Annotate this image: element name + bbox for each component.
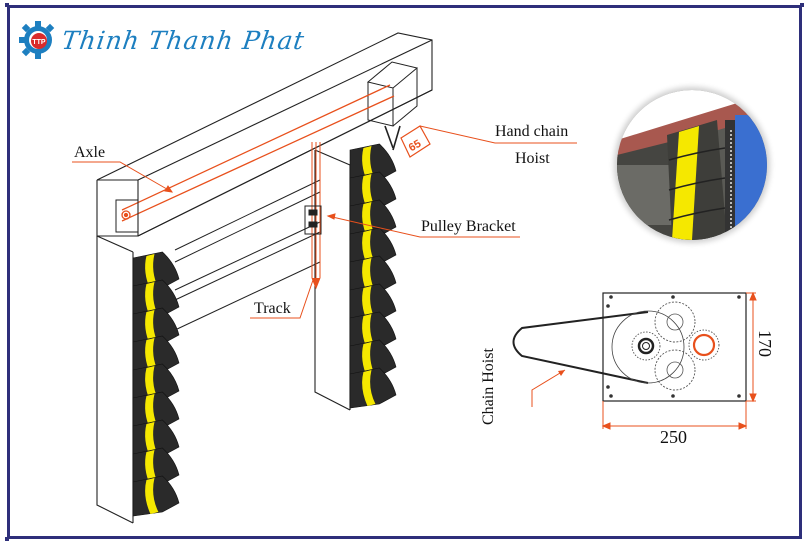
- border-corner-mark: [800, 3, 804, 7]
- left-shutter-slats: [132, 251, 180, 517]
- shutter-slat: [132, 279, 180, 321]
- shutter-slat-stripe: [145, 478, 159, 514]
- chain-hoist-leader: [531, 369, 566, 407]
- left-column: [96, 235, 134, 524]
- shutter-slat-stripe: [145, 366, 159, 402]
- hoist-housing: [366, 61, 419, 127]
- shutter-slat-stripe: [145, 254, 159, 290]
- shutter-slat: [132, 391, 180, 433]
- logo-badge-text: TTP: [32, 39, 46, 46]
- chain-wheel: [611, 310, 685, 384]
- shutter-slat-stripe: [145, 338, 159, 374]
- product-photo-inset: [617, 90, 767, 240]
- gearbox-plate: [602, 292, 747, 402]
- output-gear: [688, 329, 720, 361]
- shutter-slat-stripe: [145, 394, 159, 430]
- mounting-holes: [606, 295, 741, 398]
- guide-rails: [174, 179, 321, 331]
- hand-chain: [384, 125, 401, 151]
- shutter-slat: [349, 339, 397, 381]
- shutter-slat-stripe: [362, 342, 376, 378]
- shutter-slat-stripe: [145, 310, 159, 346]
- label-hand-chain: Hand chain: [495, 123, 569, 140]
- hoist-gearbox-drawing: [512, 291, 757, 430]
- shutter-slat: [132, 475, 180, 517]
- output-shaft: [692, 333, 716, 357]
- dimension-tag-text: 65: [407, 138, 424, 155]
- drive-gear: [631, 331, 661, 361]
- gear-bottom: [654, 349, 696, 391]
- right-shutter-slats: [349, 143, 397, 409]
- chain-loop: [512, 311, 649, 384]
- label-hoist: Hoist: [515, 150, 550, 167]
- shutter-slat-stripe: [145, 450, 159, 486]
- dimension-width: 250: [660, 427, 687, 447]
- shutter-slat: [349, 283, 397, 325]
- shutter-slat: [349, 171, 397, 213]
- shutter-slat-stripe: [362, 230, 376, 266]
- shutter-slat: [349, 143, 397, 185]
- label-chain-hoist: Chain Hoist: [480, 348, 497, 425]
- border-corner-mark: [5, 3, 9, 7]
- shutter-slat: [132, 447, 180, 489]
- shutter-slat: [349, 227, 397, 269]
- brand-logo: TTP Thinh Thanh Phat: [18, 20, 307, 60]
- dimension-lines: [601, 291, 757, 430]
- pulley-bracket: [304, 205, 322, 235]
- shutter-slat: [132, 251, 180, 293]
- shutter-slat: [132, 419, 180, 461]
- shutter-slat: [132, 363, 180, 405]
- shutter-slat-stripe: [362, 286, 376, 322]
- shutter-slat-stripe: [362, 146, 376, 182]
- shutter-slat: [349, 199, 397, 241]
- shutter-slat-stripe: [145, 422, 159, 458]
- shutter-slat-stripe: [362, 314, 376, 350]
- dimension-tag-65: 65: [400, 125, 431, 158]
- shutter-slat: [132, 307, 180, 349]
- shutter-slat: [349, 255, 397, 297]
- gear-top: [654, 301, 696, 343]
- border-corner-mark: [5, 537, 9, 541]
- shutter-slat: [349, 311, 397, 353]
- label-track: Track: [254, 300, 291, 317]
- shutter-slat-stripe: [362, 370, 376, 406]
- shutter-slat: [132, 335, 180, 377]
- shutter-slat-stripe: [362, 258, 376, 294]
- shutter-slat-stripe: [362, 202, 376, 238]
- label-axle: Axle: [74, 144, 106, 161]
- leader-lines: [72, 125, 577, 319]
- shutter-slat: [349, 367, 397, 409]
- label-pulley-bracket: Pulley Bracket: [421, 218, 516, 235]
- shutter-slat-stripe: [145, 282, 159, 318]
- dimension-height: 170: [755, 330, 775, 357]
- gear-logo-icon: TTP: [19, 21, 55, 59]
- shutter-slat-stripe: [362, 174, 376, 210]
- shutter-photo: [617, 90, 767, 240]
- axle-bracket: [115, 199, 139, 233]
